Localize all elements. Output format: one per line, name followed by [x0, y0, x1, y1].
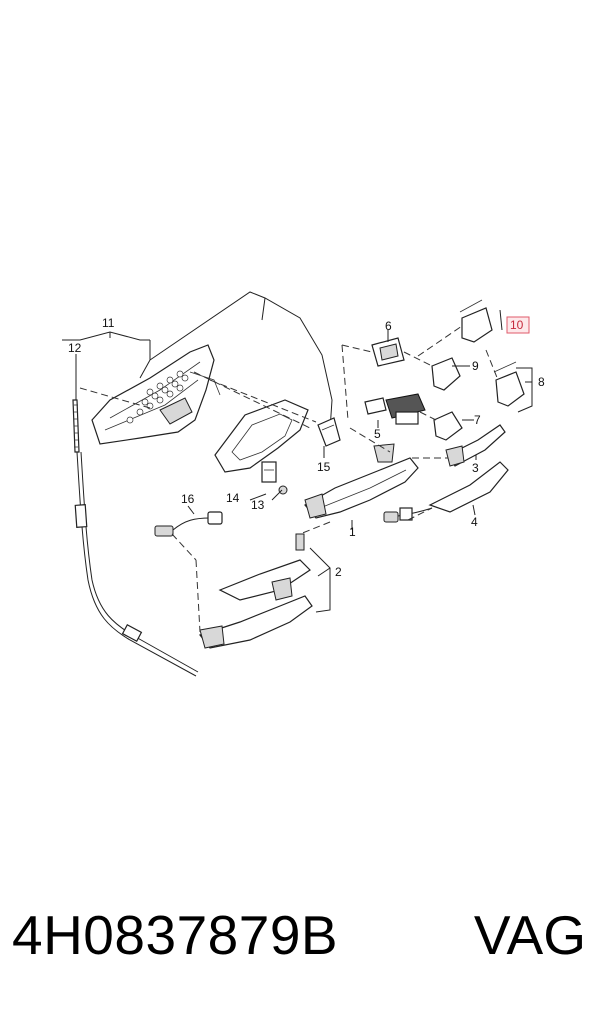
part-3-handle-cap — [445, 424, 506, 467]
dashed-alignment-lines — [79, 325, 499, 633]
part-11-handle-carrier — [91, 344, 221, 445]
part-10-cap — [459, 299, 493, 343]
part-2-handle-assembly — [199, 533, 313, 649]
callout-10-highlight — [506, 316, 530, 334]
part-12-bowden-cable — [72, 399, 199, 677]
callout-14: 14 — [226, 491, 240, 505]
callout-5: 5 — [374, 427, 381, 441]
callout-4: 4 — [471, 515, 478, 529]
exploded-parts-diagram: 1 2 3 4 5 6 7 8 9 10 11 12 13 14 15 16 — [62, 291, 545, 677]
brand-name: VAG — [473, 904, 586, 966]
footer: 4H0837879B VAG — [0, 895, 600, 975]
callout-11: 11 — [102, 316, 115, 330]
part-6-bracket — [371, 337, 405, 367]
part-4-handle-cable — [383, 461, 509, 523]
callout-9: 9 — [472, 359, 479, 373]
callout-10: 10 — [510, 318, 524, 332]
part-5-lock-cylinder — [364, 393, 426, 425]
part-9-cap — [431, 357, 461, 391]
callout-8: 8 — [538, 375, 545, 389]
part-13-screw — [261, 461, 288, 495]
callout-16: 16 — [181, 492, 195, 506]
callout-3: 3 — [472, 461, 479, 475]
callout-labels: 1 2 3 4 5 6 7 8 9 10 11 12 13 14 15 16 — [68, 316, 545, 579]
part-15-bracket — [317, 417, 341, 447]
part-16-sensor — [154, 511, 223, 537]
part-14-bezel — [214, 399, 309, 473]
callout-15: 15 — [317, 460, 331, 474]
part-8-cap — [493, 361, 525, 407]
callout-2: 2 — [335, 565, 342, 579]
door-panel — [139, 291, 333, 431]
part-1-handle-grip — [304, 443, 419, 519]
callout-7: 7 — [474, 413, 481, 427]
part-number: 4H0837879B — [12, 904, 339, 966]
callout-6: 6 — [385, 319, 392, 333]
callout-1: 1 — [349, 525, 356, 539]
callout-13: 13 — [251, 498, 265, 512]
leader-lines — [62, 309, 533, 613]
callout-12: 12 — [68, 341, 82, 355]
part-7-cap — [433, 411, 463, 441]
